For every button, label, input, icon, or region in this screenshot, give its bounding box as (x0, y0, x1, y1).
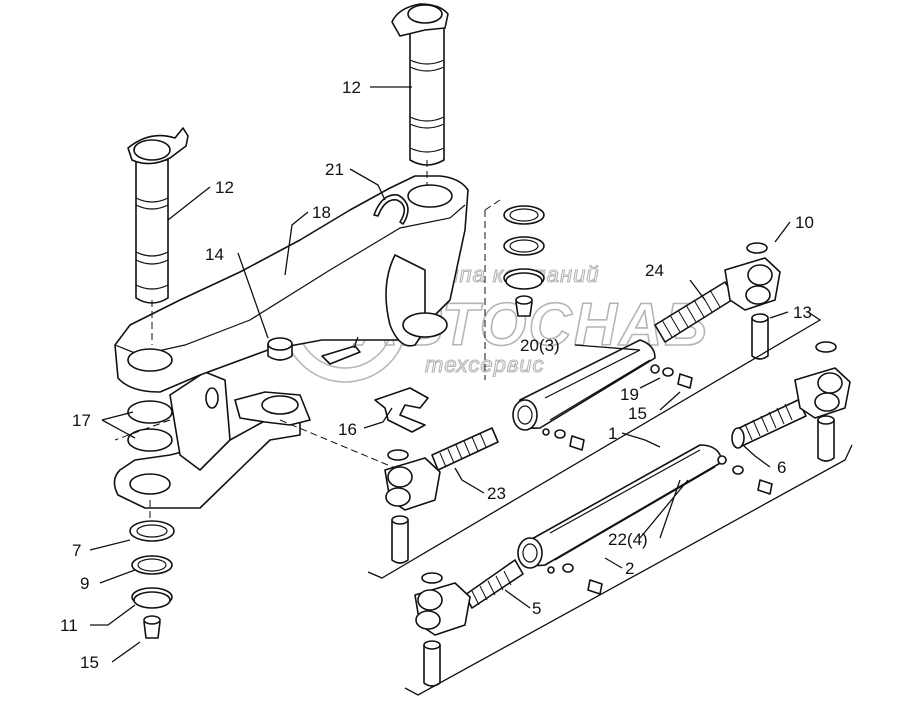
tie-rod-right (731, 341, 851, 462)
tie-rod-lower (384, 427, 773, 687)
bushing (267, 337, 293, 361)
callout-21: 21 (325, 160, 344, 179)
callout-7: 7 (72, 541, 81, 560)
callout-20-3: 20(3) (520, 336, 560, 355)
callout-17: 17 (72, 411, 91, 430)
callout-11: 11 (60, 616, 78, 635)
callout-5: 5 (532, 599, 541, 618)
callout-2: 2 (625, 559, 634, 578)
watermark-line3: техсервис (425, 352, 545, 377)
tie-rod-upper (512, 242, 781, 451)
callout-6: 6 (777, 458, 786, 477)
callout-16: 16 (338, 420, 357, 439)
callout-10: 10 (795, 213, 814, 232)
washer-stack-left (129, 520, 175, 639)
pin-left (127, 127, 189, 304)
callout-23: 23 (487, 484, 506, 503)
callout-22-4: 22(4) (608, 530, 648, 549)
callout-18: 18 (312, 203, 331, 222)
callout-12-left: 12 (215, 178, 234, 197)
callout-1: 1 (608, 424, 617, 443)
callout-15-left: 15 (80, 653, 99, 672)
lift-arm (113, 175, 469, 509)
leader-lines (89, 86, 791, 663)
callout-14: 14 (205, 245, 224, 264)
callout-labels: 12 12 21 18 14 17 16 7 9 11 15 10 24 13 … (60, 78, 814, 672)
callout-9: 9 (80, 574, 89, 593)
washer-stack-right (503, 205, 545, 317)
callout-24: 24 (645, 261, 664, 280)
callout-12-upper: 12 (342, 78, 361, 97)
callout-15-mid: 15 (628, 404, 647, 423)
pin-right (391, 3, 449, 166)
callout-19: 19 (620, 385, 639, 404)
callout-13: 13 (793, 303, 812, 322)
